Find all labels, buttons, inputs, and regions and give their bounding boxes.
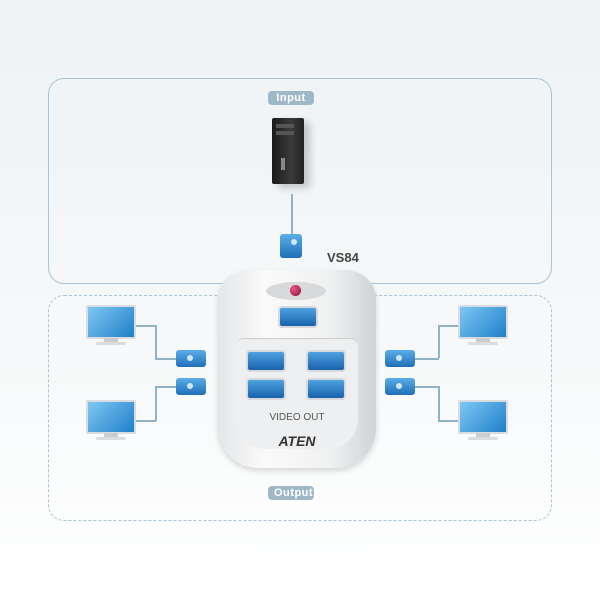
input-vga-connector-icon [280, 234, 302, 258]
cable [136, 420, 156, 422]
monitor-icon-4 [458, 400, 508, 440]
cable [438, 420, 458, 422]
input-cable [291, 194, 293, 234]
computer-tower-icon [272, 118, 304, 184]
video-out-label: VIDEO OUT [269, 412, 325, 423]
cable [155, 386, 157, 421]
cable [414, 358, 439, 360]
aten-logo: ATEN [278, 433, 316, 449]
input-vga-port [278, 306, 318, 328]
output-vga-port-3 [246, 378, 286, 400]
vga-connector-icon [385, 350, 415, 367]
input-label: Input [268, 91, 314, 105]
monitor-icon-3 [458, 305, 508, 345]
output-vga-port-1 [246, 350, 286, 372]
cable [438, 325, 458, 327]
cable [438, 386, 440, 421]
cable [155, 325, 157, 358]
output-vga-port-2 [306, 350, 346, 372]
monitor-icon-2 [86, 400, 136, 440]
output-vga-port-4 [306, 378, 346, 400]
vs84-device: VIDEO OUT ATEN [218, 270, 376, 468]
vga-connector-icon [176, 378, 206, 395]
cable [155, 358, 177, 360]
model-label: VS84 [327, 250, 359, 265]
output-label: Output [268, 486, 314, 500]
cable [438, 325, 440, 358]
monitor-icon-1 [86, 305, 136, 345]
vga-connector-icon [176, 350, 206, 367]
selector-led-icon [290, 285, 301, 296]
vga-connector-icon [385, 378, 415, 395]
cable [155, 386, 177, 388]
cable [414, 386, 439, 388]
cable [136, 325, 156, 327]
